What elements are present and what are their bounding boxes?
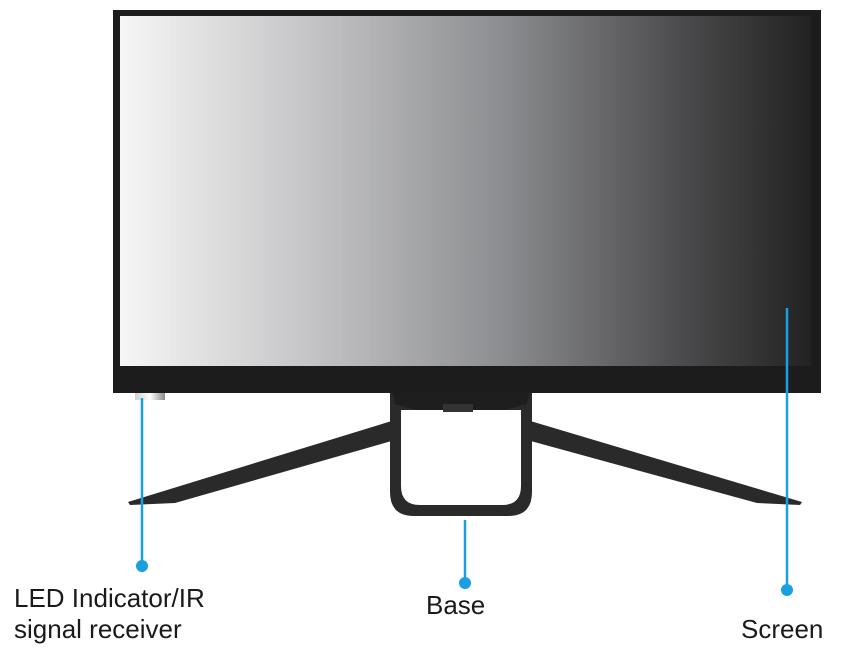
led-indicator-label: LED Indicator/IR signal receiver [14, 583, 205, 645]
base-neck [390, 392, 532, 516]
screen-label: Screen [741, 614, 823, 645]
hinge-bracket [443, 404, 473, 412]
led-indicator [135, 393, 165, 400]
bottom-bezel-strip [113, 366, 821, 393]
base-callout-dot [459, 577, 471, 589]
monitor-body [113, 10, 821, 400]
screen-label-text: Screen [741, 614, 824, 644]
hinge-cap [392, 392, 530, 410]
screen-panel [120, 16, 811, 366]
led-callout-dot [136, 560, 148, 572]
led-label-line-2: signal receiver [14, 614, 182, 644]
callouts [136, 308, 793, 596]
right-leg [527, 420, 802, 505]
led-label-line-1: LED Indicator/IR [14, 583, 205, 613]
stand-legs [128, 420, 802, 505]
left-leg [128, 420, 395, 505]
screen-callout-dot [781, 584, 793, 596]
base-label: Base [426, 590, 485, 621]
base-label-text: Base [426, 590, 486, 620]
